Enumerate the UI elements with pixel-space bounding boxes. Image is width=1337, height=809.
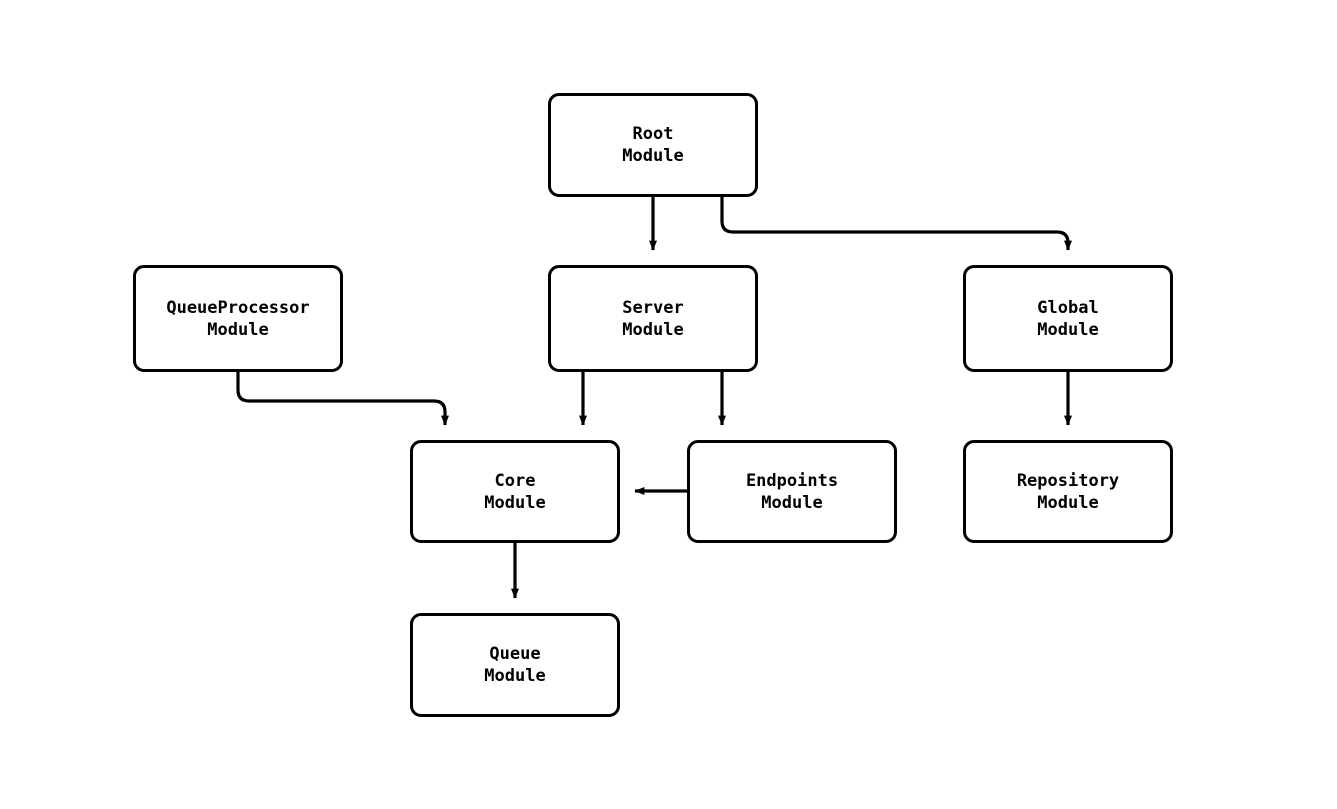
edge-root-global [720, 197, 1072, 251]
node-root-module[interactable]: Root Module [548, 93, 758, 197]
node-queueprocessor-module[interactable]: QueueProcessor Module [133, 265, 343, 372]
node-repository-module-line1: Repository [1016, 470, 1120, 491]
node-core-module-line1: Core [494, 470, 536, 491]
node-queue-module-line2: Module [484, 666, 546, 686]
node-root-module-line2: Module [622, 146, 684, 166]
node-repository-module-line2: Module [1037, 492, 1099, 513]
node-queue-module[interactable]: Queue Module [410, 613, 620, 717]
node-endpoints-module[interactable]: Endpoints Module [687, 440, 897, 543]
node-global-module[interactable]: Global Module [963, 265, 1173, 372]
node-server-module-line2: Module [622, 319, 684, 340]
node-global-module-line2: Module [1037, 319, 1099, 340]
node-core-module-line2: Module [484, 492, 546, 513]
edge-queueprocessor-core [236, 372, 449, 426]
node-endpoints-module-line1: Endpoints [745, 470, 839, 491]
node-queue-module-line1: Queue [489, 644, 541, 664]
node-root-module-line1: Root [632, 124, 674, 144]
node-endpoints-module-line2: Module [761, 492, 823, 513]
node-core-module[interactable]: Core Module [410, 440, 620, 543]
node-global-module-line1: Global [1037, 297, 1099, 318]
node-server-module-line1: Server [622, 297, 684, 318]
node-server-module[interactable]: Server Module [548, 265, 758, 372]
node-queueprocessor-module-line2: Module [207, 319, 269, 340]
node-repository-module[interactable]: Repository Module [963, 440, 1173, 543]
node-queueprocessor-module-line1: QueueProcessor [166, 297, 310, 318]
